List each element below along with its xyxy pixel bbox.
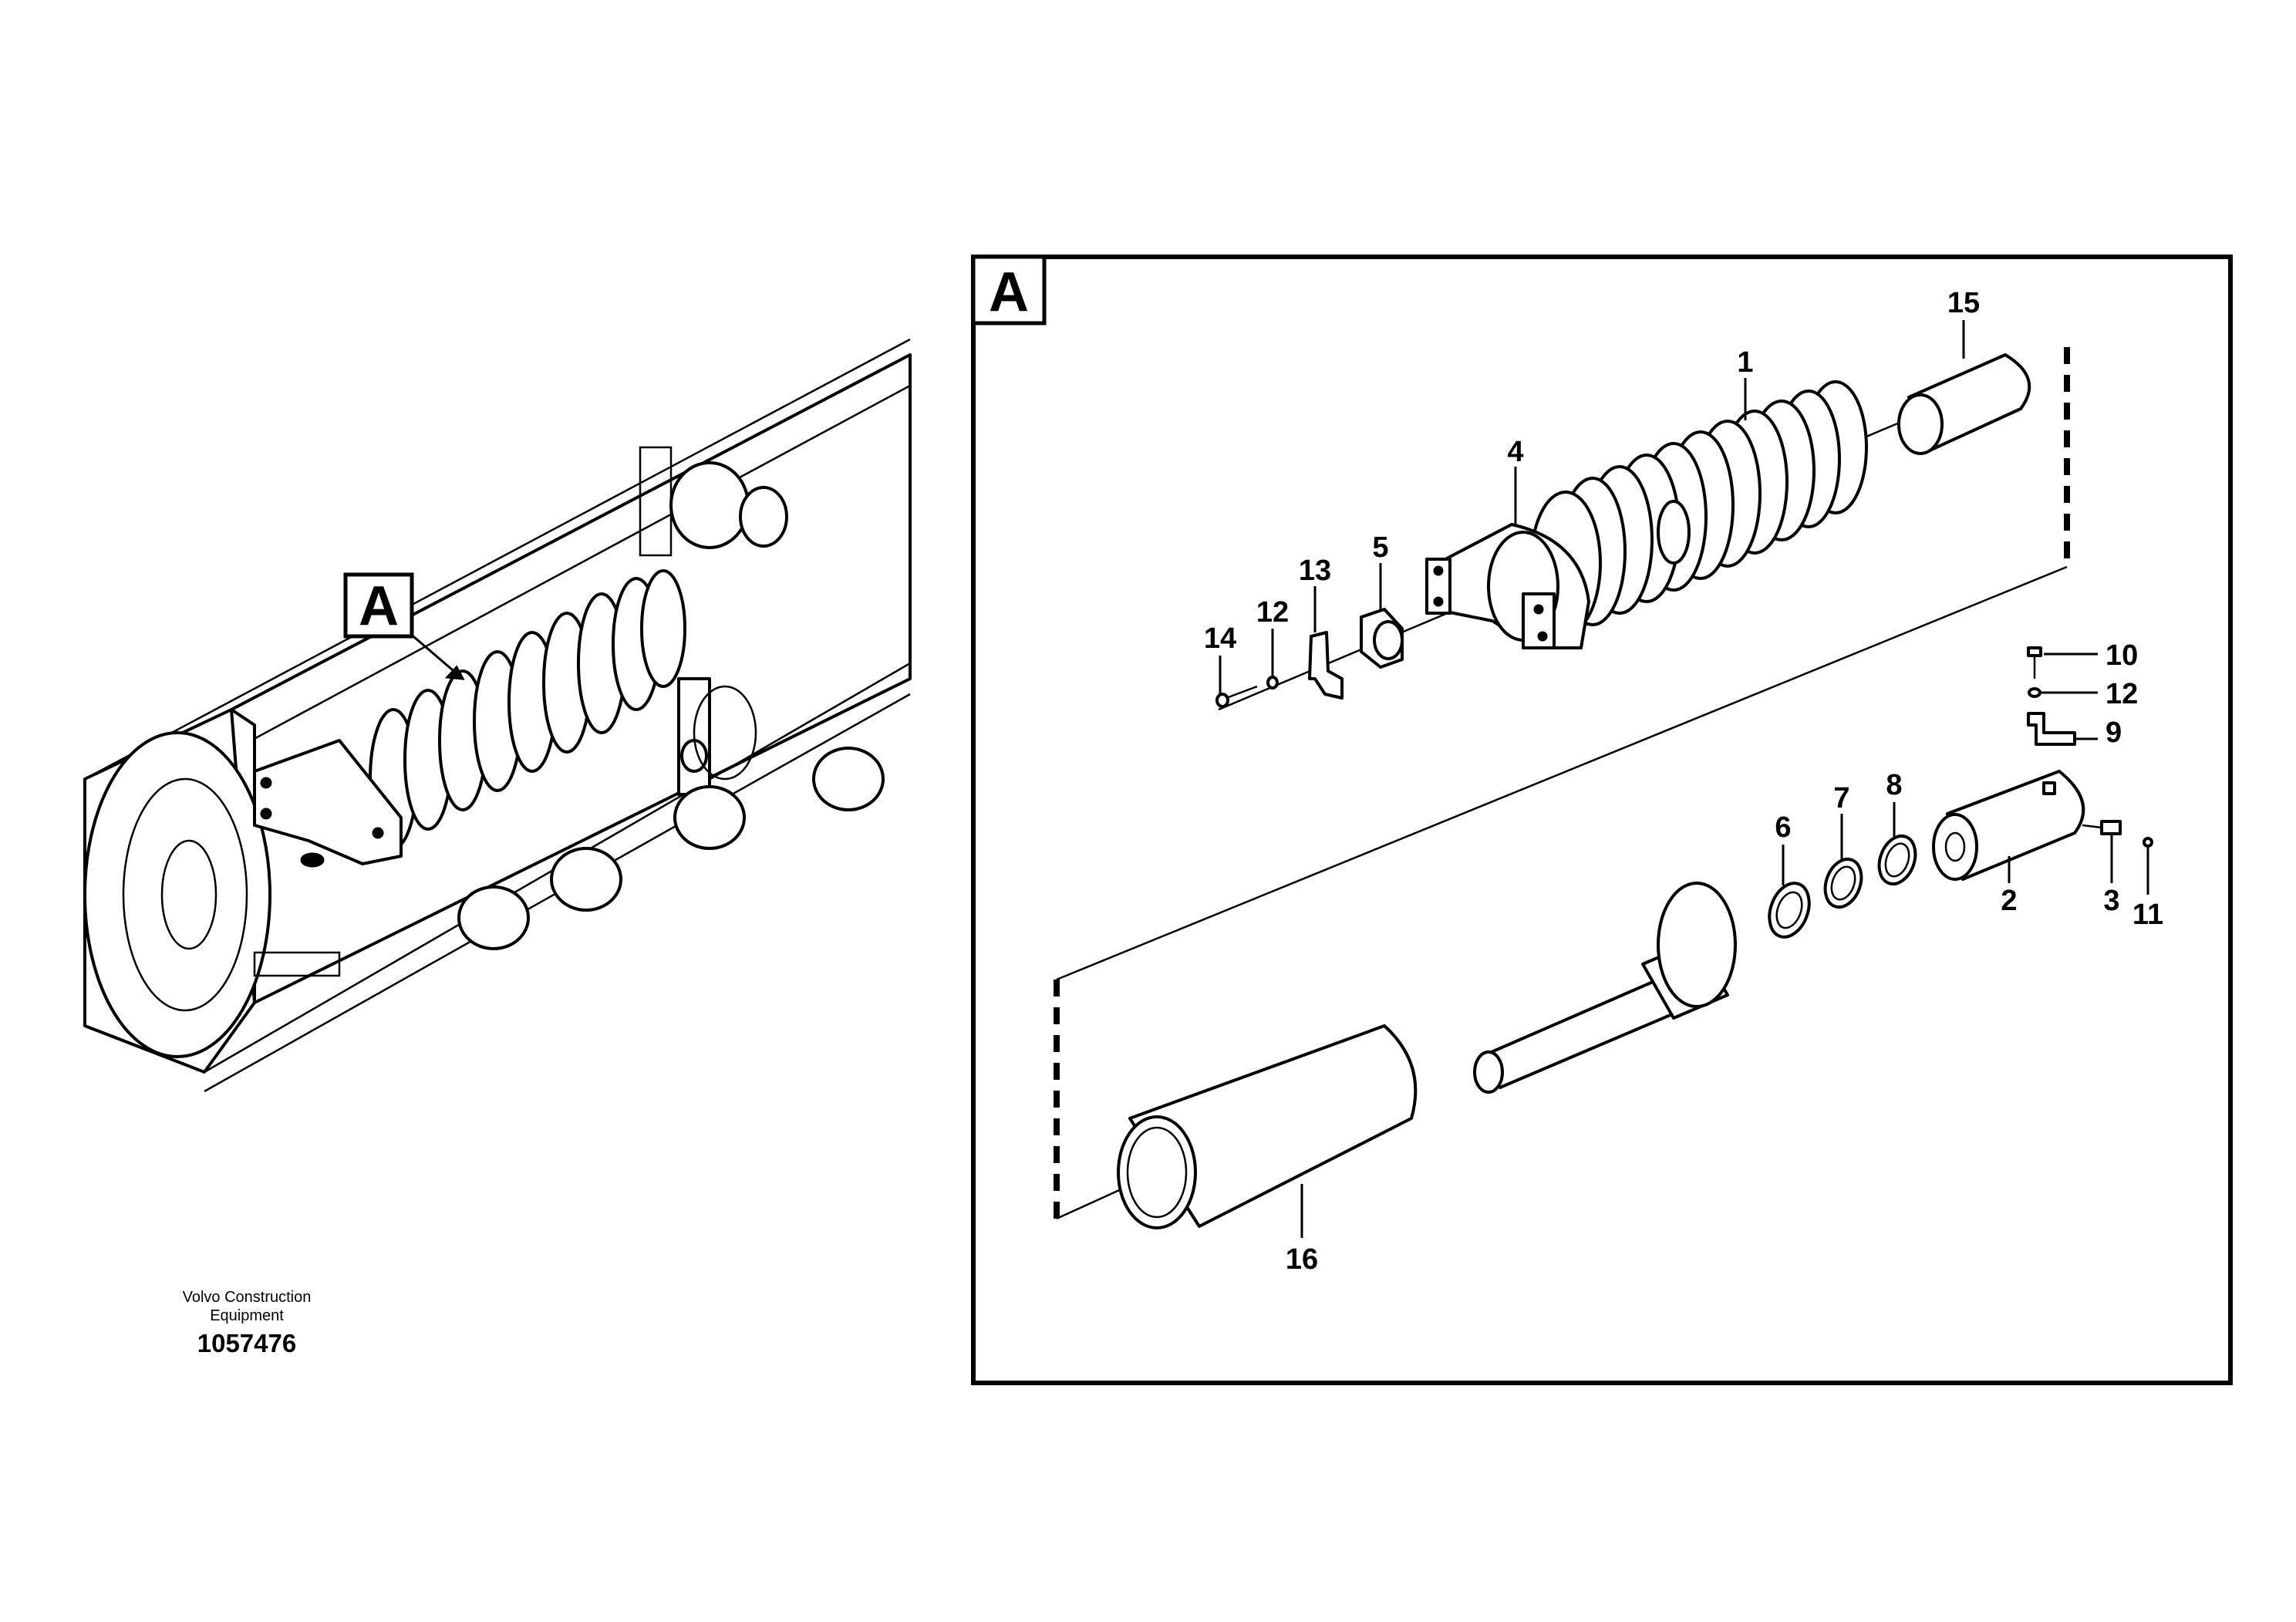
piston-rod (1473, 882, 1737, 1094)
callout-12-lower: 12 (2106, 678, 2138, 710)
callout-8: 8 (1886, 769, 1902, 801)
callout-16: 16 (1286, 1243, 1318, 1276)
detail-frame-label: A (989, 261, 1029, 323)
part-12-washer-lower (2028, 687, 2041, 698)
callout-12-upper: 12 (1256, 596, 1289, 629)
part-11-cap (2143, 837, 2153, 848)
drawing-number: 1057476 (197, 1329, 297, 1357)
part-16-cylinder (1117, 1024, 1418, 1229)
company-line-1: Volvo Construction (182, 1289, 312, 1306)
part-9-plate (2027, 712, 2076, 746)
overview-label: A (359, 575, 399, 637)
part-8-seal-ring (1877, 835, 1917, 885)
callout-14: 14 (1204, 622, 1236, 655)
part-3-grease-fitting (2082, 820, 2122, 835)
watermark: Volvo Construction Equipment 1057476 (139, 1288, 355, 1362)
callout-6: 6 (1775, 811, 1791, 844)
track-frame-overview (83, 338, 912, 1093)
callout-1: 1 (1737, 346, 1753, 379)
callout-2: 2 (2001, 885, 2017, 917)
callout-13: 13 (1299, 555, 1331, 587)
part-13-plate (1308, 631, 1344, 700)
part-15-sleeve (1897, 353, 2031, 455)
callout-9: 9 (2106, 717, 2122, 749)
callout-15: 15 (1947, 287, 1980, 319)
callout-5: 5 (1372, 531, 1388, 564)
overview-label-box (343, 572, 414, 639)
detail-frame (971, 255, 2233, 1385)
company-line-2: Equipment (210, 1307, 284, 1324)
callout-3: 3 (2103, 885, 2119, 917)
part-5-nut (1360, 608, 1404, 669)
callout-leaders (1219, 320, 2149, 1238)
part-4-bracket (1425, 523, 1590, 649)
part-6-seal-ring (1768, 882, 1811, 939)
detail-frame-label-box (971, 255, 1047, 325)
callout-11: 11 (2132, 899, 2163, 931)
part-2-cylinder (1932, 770, 2085, 881)
part-14-screw (1215, 685, 1258, 708)
part-12-washer-upper (1266, 676, 1279, 690)
callout-7: 7 (1833, 782, 1849, 814)
callout-10: 10 (2106, 639, 2138, 672)
callout-4: 4 (1507, 436, 1523, 468)
part-10-screw (2027, 646, 2042, 679)
part-7-seal-ring (1823, 858, 1863, 909)
